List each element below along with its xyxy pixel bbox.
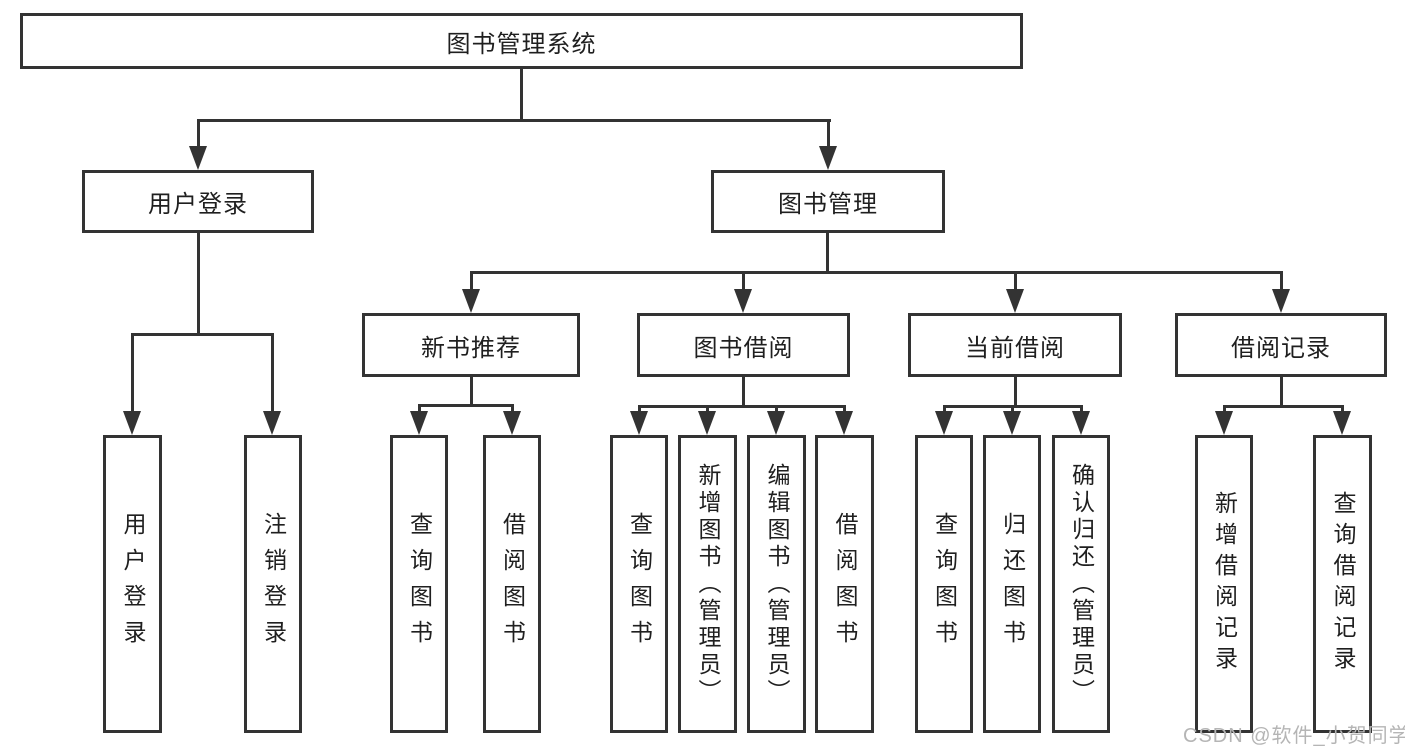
connector-current-stem [1014,377,1017,407]
node-book-management-label: 图书管理 [778,191,878,218]
connector-borrow-rail [638,405,846,408]
arrowhead-login [123,411,141,435]
arrowhead-records [1272,289,1290,313]
leaf-bor-query-books-label: 查询图书 [626,512,653,656]
node-user-login-group-label: 用户登录 [148,191,248,218]
arrowhead-logout [263,411,281,435]
leaf-cur-query-books-label: 查询图书 [931,512,958,656]
arrowhead-cur-query [935,411,953,435]
connector-mgmt-stem [826,233,829,274]
node-user-login-group: 用户登录 [82,170,314,233]
connector-borrow-stem [742,377,745,407]
connector-drop-cur-query [943,405,946,412]
leaf-logout-label: 注销登录 [260,512,287,656]
leaf-bor-borrow-books: 借阅图书 [815,435,874,733]
connector-drop-login [131,333,134,412]
leaf-recd-add-record: 新增借阅记录 [1195,435,1253,733]
connector-drop-borrow [742,271,745,291]
connector-drop-bor-edit [775,405,778,412]
connector-recommend-rail [418,404,514,407]
node-current-borrow: 当前借阅 [908,313,1122,377]
connector-records-stem [1280,377,1283,407]
arrowhead-borrow [734,289,752,313]
leaf-logout: 注销登录 [244,435,302,733]
node-root: 图书管理系统 [20,13,1023,69]
leaf-cur-return-books: 归还图书 [983,435,1041,733]
arrowhead-rec-query [410,411,428,435]
connector-drop-rec-query [418,404,421,412]
leaf-recd-query-record-label: 查询借阅记录 [1330,491,1356,677]
leaf-bor-edit-books-label: 编辑图书（管理员） [764,462,790,706]
arrowhead-recd-add [1215,411,1233,435]
leaf-user-login: 用户登录 [103,435,162,733]
connector-level3-rail [470,271,1283,274]
connector-records-rail [1223,405,1344,408]
arrowhead-cur-return [1003,411,1021,435]
leaf-cur-confirm-return-label: 确认归还（管理员） [1068,462,1095,706]
leaf-cur-return-books-label: 归还图书 [999,512,1026,656]
node-borrow-records-label: 借阅记录 [1231,334,1331,362]
arrowhead-current [1006,289,1024,313]
connector-drop-cur-confirm [1080,405,1083,412]
leaf-user-login-label: 用户登录 [120,512,146,656]
node-book-management: 图书管理 [711,170,945,233]
csdn-watermark: CSDN @软件_小贺同学 [1183,725,1405,747]
leaf-bor-borrow-books-label: 借阅图书 [832,512,858,656]
connector-drop-bor-borrow [843,405,846,412]
node-current-borrow-label: 当前借阅 [965,334,1065,362]
leaf-bor-add-books: 新增图书（管理员） [678,435,737,733]
arrowhead-bor-query [630,411,648,435]
connector-drop-cur-return [1011,405,1014,412]
connector-drop-bor-query [638,405,641,412]
leaf-rec-query-books-label: 查询图书 [406,512,433,656]
connector-drop-current [1014,271,1017,291]
leaf-cur-query-books: 查询图书 [915,435,973,733]
connector-drop-bor-add [706,405,709,412]
arrowhead-book-mgmt [819,146,837,170]
connector-drop-recd-query [1341,405,1344,412]
arrowhead-bor-borrow [835,411,853,435]
node-new-book-recommend-label: 新书推荐 [421,334,521,362]
node-new-book-recommend: 新书推荐 [362,313,580,377]
leaf-rec-query-books: 查询图书 [390,435,448,733]
connector-level1-rail [197,119,831,122]
arrowhead-bor-add [698,411,716,435]
connector-drop-user-login [197,119,200,147]
arrowhead-bor-edit [767,411,785,435]
leaf-bor-add-books-label: 新增图书（管理员） [695,462,721,706]
connector-root-stem [520,68,523,120]
connector-login-stem [197,233,200,335]
connector-recommend-stem [470,377,473,406]
arrowhead-recd-query [1333,411,1351,435]
arrowhead-recommend [462,289,480,313]
connector-drop-logout [271,333,274,412]
connector-drop-book-mgmt [827,119,830,147]
connector-drop-records [1280,271,1283,291]
arrowhead-rec-borrow [503,411,521,435]
leaf-recd-add-record-label: 新增借阅记录 [1211,491,1238,677]
leaf-bor-edit-books: 编辑图书（管理员） [747,435,806,733]
connector-drop-rec-borrow [511,404,514,412]
node-book-borrow: 图书借阅 [637,313,850,377]
node-book-borrow-label: 图书借阅 [693,334,794,362]
leaf-rec-borrow-books-label: 借阅图书 [499,512,526,656]
connector-drop-recommend [470,271,473,291]
node-root-label: 图书管理系统 [446,30,597,58]
node-borrow-records: 借阅记录 [1175,313,1387,377]
leaf-rec-borrow-books: 借阅图书 [483,435,541,733]
leaf-bor-query-books: 查询图书 [610,435,668,733]
leaf-cur-confirm-return: 确认归还（管理员） [1052,435,1110,733]
connector-login-rail [131,333,273,336]
arrowhead-cur-confirm [1072,411,1090,435]
arrowhead-user-login [189,146,207,170]
leaf-recd-query-record: 查询借阅记录 [1313,435,1372,733]
connector-drop-recd-add [1223,405,1226,412]
